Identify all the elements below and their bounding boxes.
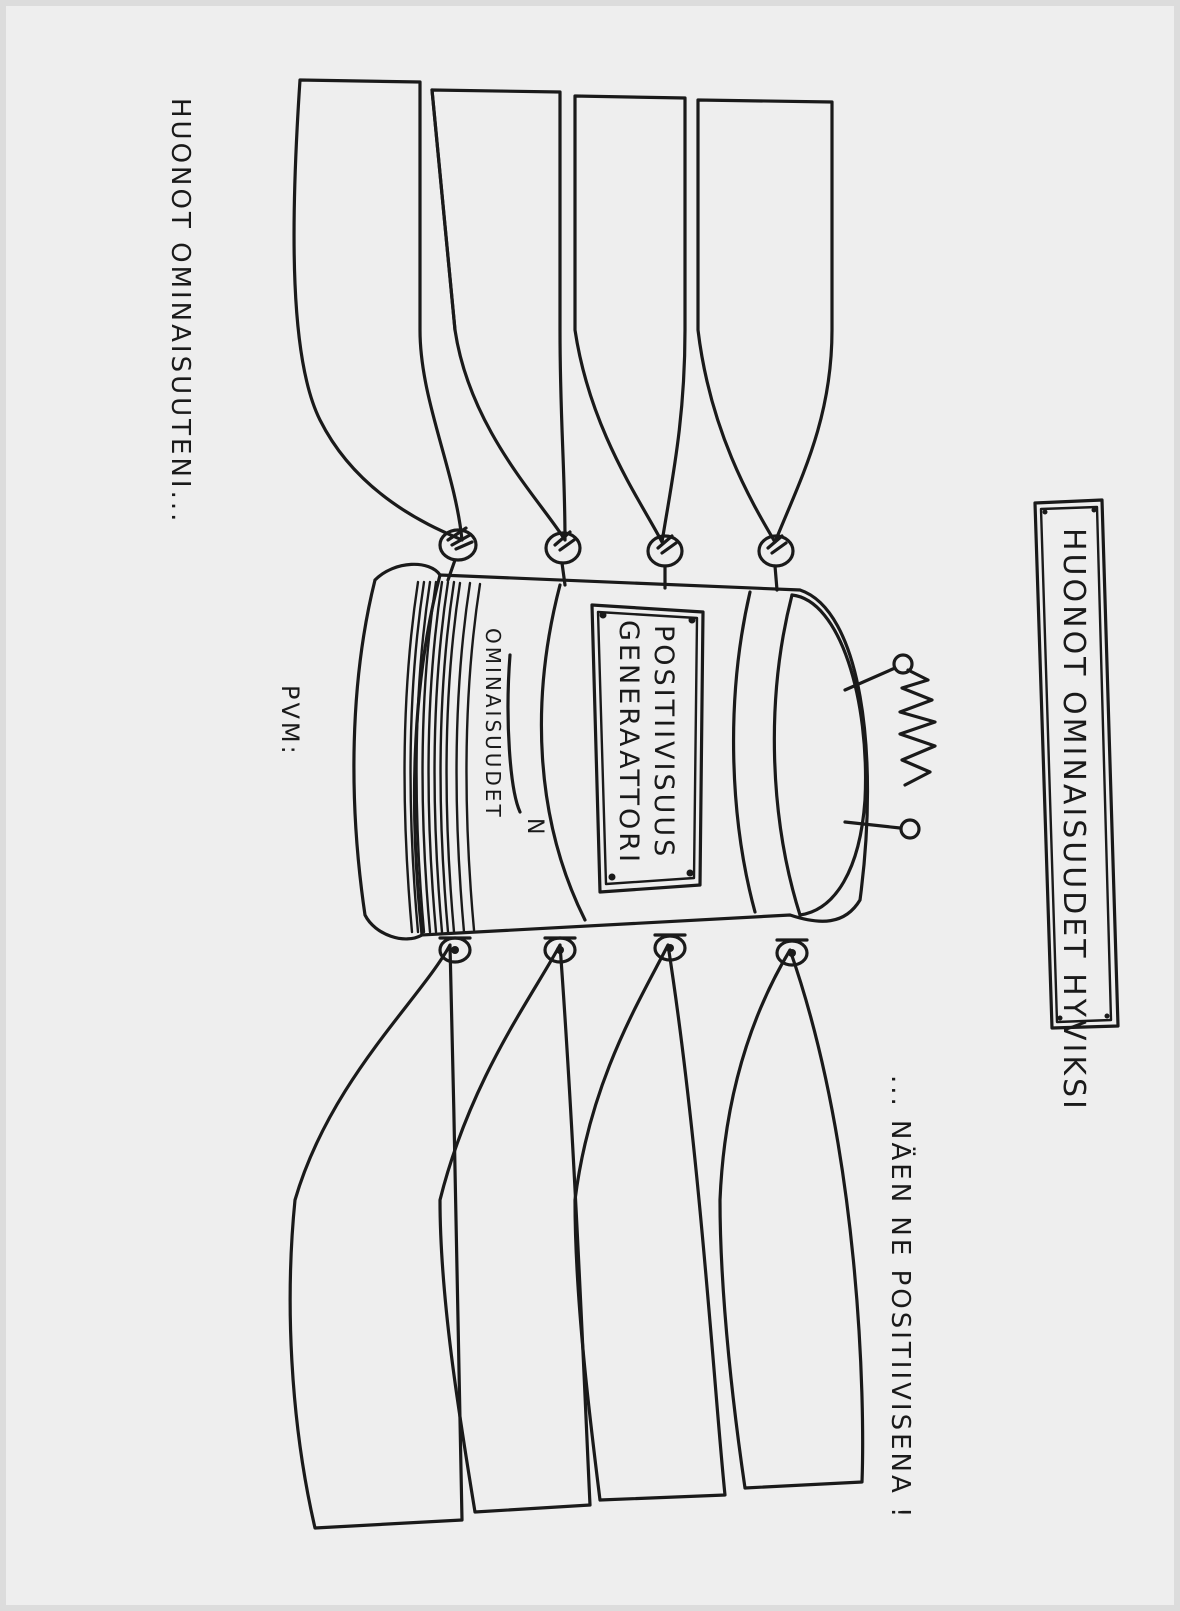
output-connector-1 <box>438 936 472 964</box>
input-connector-1 <box>438 526 478 582</box>
plate-line-2: GENERAATTORI <box>613 620 644 865</box>
dial-unit: N <box>522 818 547 837</box>
output-connector-4 <box>775 938 809 967</box>
output-connector-3 <box>653 933 687 962</box>
left-caption: HUONOT OMINAISUUTENI... <box>165 98 195 524</box>
output-box-3[interactable] <box>573 943 727 1502</box>
input-box-2[interactable] <box>430 88 567 542</box>
title-box: HUONOT OMINAISUUDET HYVIKSI <box>1033 498 1120 1112</box>
properties-dial: N OMINAISUUDET <box>481 628 547 837</box>
output-connectors <box>438 933 809 967</box>
input-box-1[interactable] <box>292 78 464 542</box>
plate-line-1: POSITIIVISUUS <box>648 625 679 859</box>
output-box-4[interactable] <box>718 948 865 1490</box>
input-connector-2 <box>544 530 582 587</box>
generator-machine: POSITIIVISUUS GENERAATTORI N OMINAISUUDE… <box>352 562 937 941</box>
output-box-1[interactable] <box>288 943 464 1530</box>
name-plate: POSITIIVISUUS GENERAATTORI <box>590 603 705 894</box>
input-connector-4 <box>757 534 795 592</box>
date-label[interactable]: PVM: <box>276 685 304 757</box>
input-connector-3 <box>646 534 684 590</box>
worksheet-title: HUONOT OMINAISUUDET HYVIKSI <box>1056 528 1091 1112</box>
antenna-spring <box>843 653 937 840</box>
input-box-3[interactable] <box>573 94 687 544</box>
right-caption: ... NÄEN NE POSITIIVISENA ! <box>885 1075 917 1520</box>
dial-label: OMINAISUUDET <box>481 628 505 820</box>
input-connectors <box>438 526 795 592</box>
coil-windings <box>403 580 482 934</box>
output-connector-2 <box>543 936 577 964</box>
